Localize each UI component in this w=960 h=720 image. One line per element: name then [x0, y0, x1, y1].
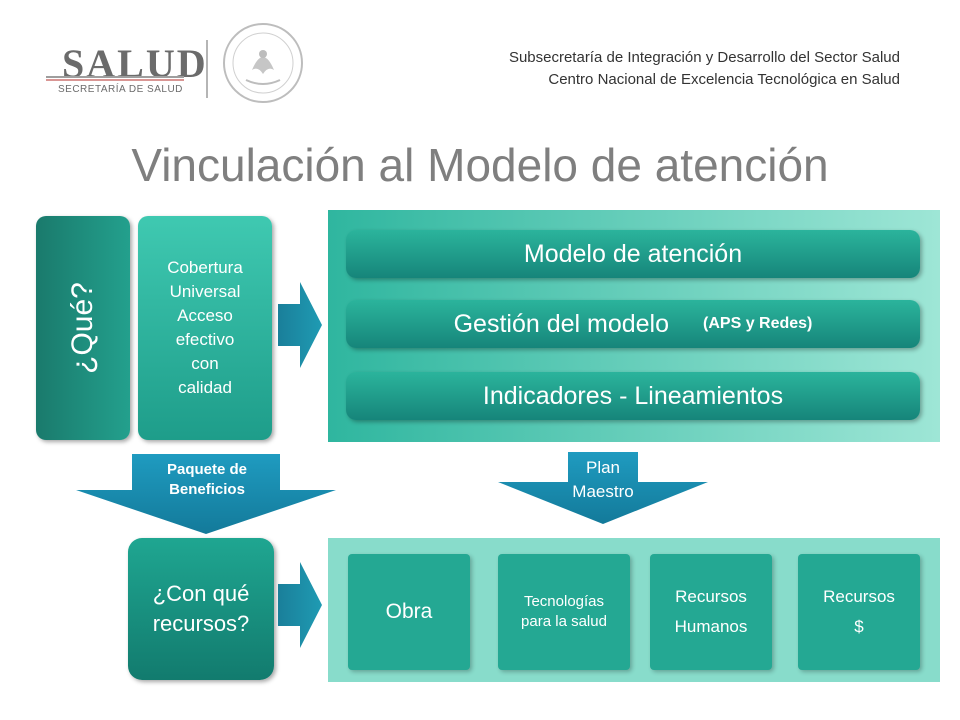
gestion-modelo-bar: Gestión del modelo (APS y Redes) — [346, 300, 920, 348]
paquete-line: Beneficios — [169, 481, 245, 498]
logo-rule — [46, 76, 184, 78]
obra-card: Obra — [348, 554, 470, 670]
paquete-label: Paquete de Beneficios — [132, 460, 282, 500]
card-label: Obra — [385, 600, 433, 623]
cobertura-line: efectivo — [175, 330, 235, 349]
con-line: recursos? — [152, 611, 250, 636]
paquete-line: Paquete de — [166, 461, 248, 478]
que-pill: ¿Qué? — [36, 216, 130, 440]
card-line: $ — [854, 617, 864, 636]
cobertura-line: con — [191, 354, 219, 373]
bar-label: Indicadores - Lineamientos — [482, 381, 784, 410]
con-line: ¿Con qué — [152, 581, 250, 606]
card-line: para la salud — [521, 613, 607, 630]
card-line: Tecnologías — [523, 593, 605, 610]
tecnologias-card: Tecnologías para la salud — [498, 554, 630, 670]
logo-rule-accent — [46, 79, 184, 81]
cobertura-line: Cobertura — [167, 258, 243, 277]
bar-label: Modelo de atención — [523, 239, 743, 268]
down-arrow-icon — [76, 454, 336, 534]
logo-separator — [206, 40, 208, 98]
recursos-humanos-card: Recursos Humanos — [650, 554, 772, 670]
plan-line: Plan — [585, 458, 621, 477]
con-que-recursos-pill: ¿Con qué recursos? — [128, 538, 274, 680]
indicadores-bar: Indicadores - Lineamientos — [346, 372, 920, 420]
cobertura-line: Universal — [169, 282, 241, 301]
plan-label: Plan Maestro — [553, 456, 653, 504]
card-line: Recursos — [823, 587, 895, 606]
mexico-seal-icon — [223, 23, 303, 103]
down-arrow-icon — [498, 452, 708, 524]
bar-label: Gestión del modelo — [453, 309, 670, 338]
plan-line: Maestro — [572, 482, 634, 501]
right-arrow-icon — [278, 562, 322, 648]
org-line-1: Subsecretaría de Integración y Desarroll… — [508, 49, 900, 66]
cobertura-line: Acceso — [177, 306, 233, 325]
card-line: Humanos — [674, 617, 748, 636]
cobertura-pill: Cobertura Universal Acceso efectivo con … — [138, 216, 272, 440]
card-line: Recursos — [675, 587, 747, 606]
org-line-2: Centro Nacional de Excelencia Tecnológic… — [548, 71, 900, 88]
salud-logo-subtitle: SECRETARÍA DE SALUD — [58, 84, 183, 95]
right-arrow-icon — [278, 282, 322, 368]
cobertura-line: calidad — [178, 378, 232, 397]
que-label: ¿Qué? — [66, 282, 99, 374]
modelo-atencion-bar: Modelo de atención — [346, 230, 920, 278]
recursos-dinero-card: Recursos $ — [798, 554, 920, 670]
salud-logo-text: SALUD — [62, 41, 208, 86]
bar-note: (APS y Redes) — [703, 315, 813, 332]
slide-title: Vinculación al Modelo de atención — [131, 139, 829, 191]
